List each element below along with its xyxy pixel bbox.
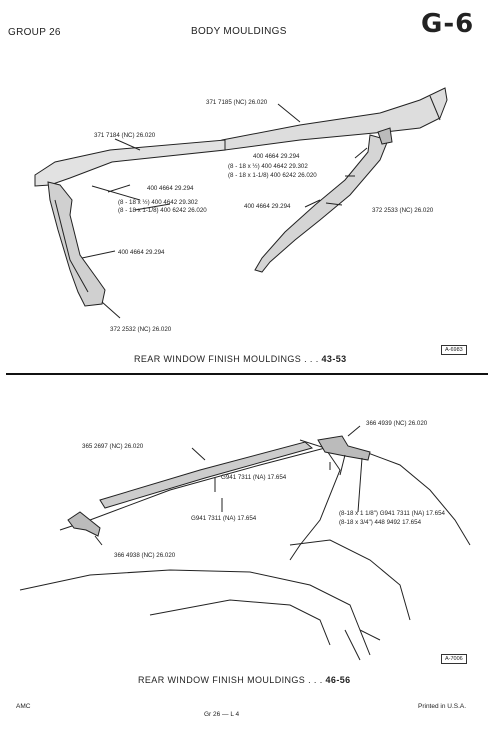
moulding-top-right — [221, 87, 448, 151]
caption-text: REAR WINDOW FINISH MOULDINGS . . . — [134, 354, 319, 364]
moulding-right-pillar — [254, 134, 389, 273]
footer-left: AMC — [16, 703, 31, 710]
caption-number: 46-56 — [325, 675, 351, 685]
moulding-corner-right — [317, 435, 371, 461]
part-label: 400 4664 29.294 — [118, 249, 165, 256]
moulding-header — [99, 441, 314, 509]
page-title: BODY MOULDINGS — [191, 26, 287, 37]
figure-caption: REAR WINDOW FINISH MOULDINGS . . . 46-56 — [138, 675, 351, 685]
figure-ref: A-7006 — [441, 654, 467, 664]
caption-text: REAR WINDOW FINISH MOULDINGS . . . — [138, 675, 323, 685]
part-label: 372 2532 (NC) 26.020 — [110, 326, 172, 333]
part-label: (8 - 18 x ½) 400 4642 29.302 — [118, 199, 198, 206]
part-label: (8-18 x 1 1/8") G941 7311 (NA) 17.654 — [339, 510, 445, 517]
footer-center: Gr 26 — L 4 — [204, 711, 240, 718]
part-label: 366 4938 (NC) 26.020 — [114, 552, 176, 559]
moulding-corner-left — [67, 511, 101, 537]
moulding-left-pillar — [47, 181, 106, 307]
moulding-top-left — [34, 139, 226, 187]
part-label: (8 - 18 x ½) 400 4642 29.302 — [228, 163, 308, 170]
section-tag: G-6 — [421, 9, 475, 39]
section-divider — [6, 373, 488, 375]
part-label: (8 - 18 x 1-1/8) 400 6242 26.020 — [228, 172, 317, 179]
footer-right: Printed in U.S.A. — [418, 703, 467, 710]
part-label: 371 7184 (NC) 26.020 — [94, 132, 156, 139]
part-label: (8 - 18 x 1-1/8) 400 6242 26.020 — [118, 207, 207, 214]
part-label: 400 4664 29.294 — [147, 185, 194, 192]
part-label: 366 4939 (NC) 26.020 — [366, 420, 428, 427]
part-label: 400 4664 29.294 — [244, 203, 291, 210]
part-label: 400 4664 29.294 — [253, 153, 300, 160]
part-label: G941 7311 (NA) 17.654 — [221, 474, 287, 481]
part-label: G941 7311 (NA) 17.654 — [191, 515, 257, 522]
part-label: 371 7185 (NC) 26.020 — [206, 99, 268, 106]
caption-number: 43-53 — [321, 354, 347, 364]
group-label: GROUP 26 — [8, 27, 61, 38]
figure-ref: A-6983 — [441, 345, 467, 355]
figure-caption: REAR WINDOW FINISH MOULDINGS . . . 43-53 — [134, 354, 347, 364]
part-label: 365 2697 (NC) 26.020 — [82, 443, 144, 450]
part-label: 372 2533 (NC) 26.020 — [372, 207, 434, 214]
part-label: (8-18 x 3/4") 448 9492 17.654 — [339, 519, 422, 526]
